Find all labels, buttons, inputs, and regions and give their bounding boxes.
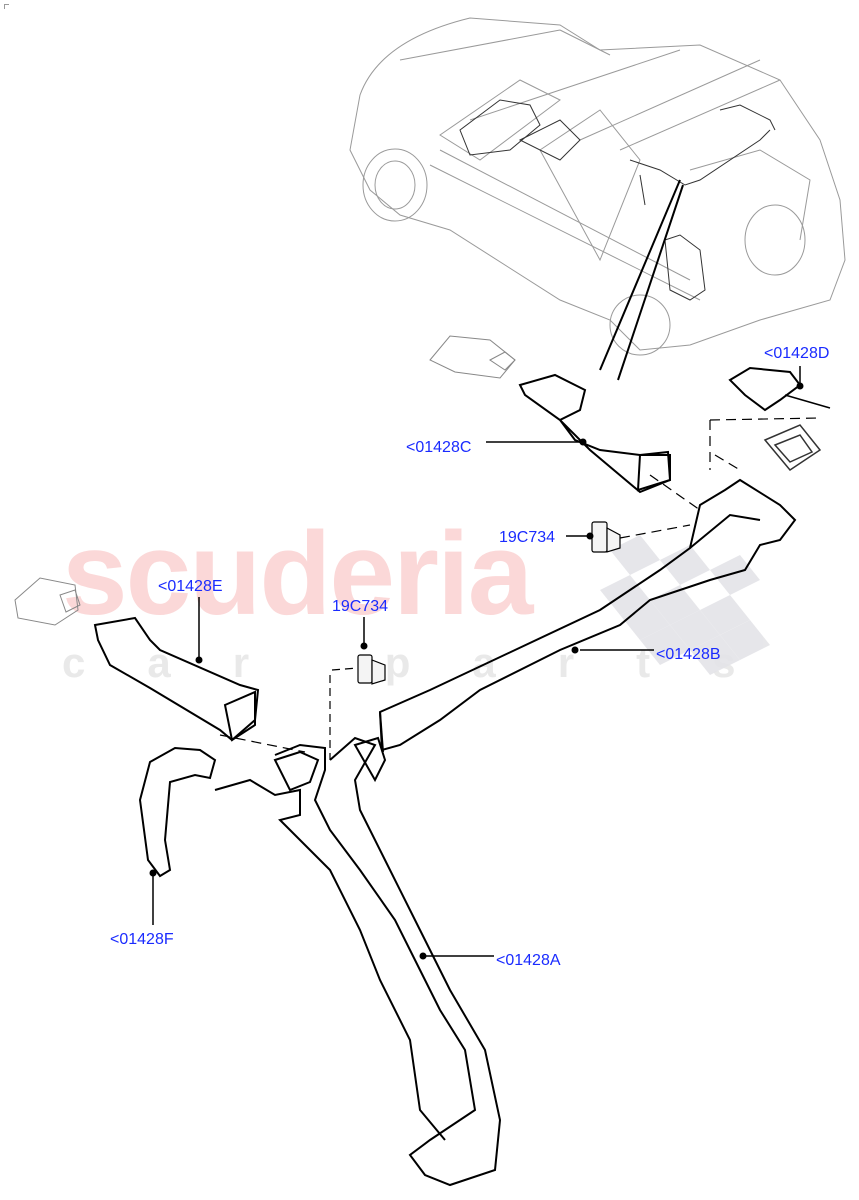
duct-01428B [378,478,797,753]
callout-01428C[interactable]: <01428C [406,439,472,456]
vent-grille [763,424,822,471]
front-vent-left [14,577,81,626]
callout-19C734-left[interactable]: 19C734 [332,598,389,615]
watermark-scuderia: scuderia [62,508,533,640]
callout-01428F[interactable]: <01428F [110,931,174,948]
duct-01428D [728,366,831,412]
callout-01428E[interactable]: <01428E [158,578,223,595]
duct-01428F [138,746,217,878]
corner-mark [4,4,9,9]
leader-dots [149,382,804,960]
callout-01428D[interactable]: <01428D [764,345,830,362]
actuator-19C734-right [591,521,621,553]
callout-01428A[interactable]: <01428A [496,952,561,969]
duct-01428C [518,373,672,494]
callout-19C734-right[interactable]: 19C734 [499,529,556,546]
vehicle-interior-components [459,99,776,301]
actuator-19C734-left [357,654,386,685]
leader-lines [152,366,801,957]
checker-flag-watermark [600,535,770,675]
duct-01428A [214,736,502,1187]
callout-01428B[interactable]: <01428B [656,646,721,663]
vehicle-outline [349,17,846,356]
watermark-car-parts: car parts [62,639,798,686]
front-vent-outline [429,335,516,379]
duct-01428E [93,616,260,742]
